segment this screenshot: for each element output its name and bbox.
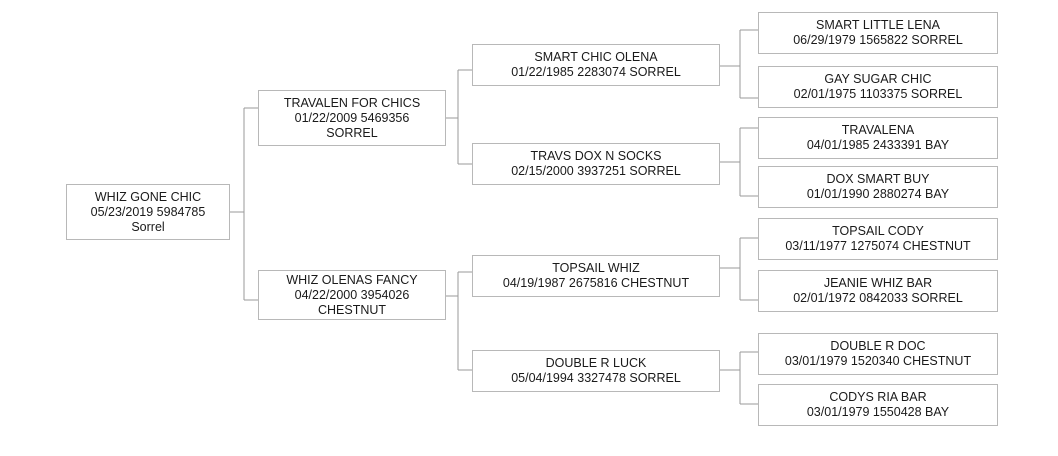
horse-name: TRAVALENA [841, 123, 915, 137]
horse-name: SMART LITTLE LENA [816, 18, 940, 32]
horse-details: 01/22/2009 5469356 [294, 110, 410, 125]
connector-dam-dam [720, 351, 758, 405]
horse-box-sire: TRAVALEN FOR CHICS 01/22/2009 5469356 SO… [258, 90, 446, 146]
connector-sire [446, 69, 472, 165]
horse-name: TRAVALEN FOR CHICS [283, 95, 421, 110]
horse-name: JEANIE WHIZ BAR [823, 276, 933, 290]
connector-sire-sire [720, 29, 758, 99]
horse-details: 02/15/2000 3937251 SORREL [511, 164, 681, 178]
horse-box-gen4: JEANIE WHIZ BAR 02/01/1972 0842033 SORRE… [758, 270, 998, 312]
horse-name: TOPSAIL WHIZ [552, 261, 640, 275]
horse-box-gen4: SMART LITTLE LENA 06/29/1979 1565822 SOR… [758, 12, 998, 54]
connector-dam [446, 271, 472, 371]
horse-details: 01/01/1990 2880274 BAY [806, 187, 950, 201]
horse-box-sire-sire: SMART CHIC OLENA 01/22/1985 2283074 SORR… [472, 44, 720, 86]
horse-box-gen4: TOPSAIL CODY 03/11/1977 1275074 CHESTNUT [758, 218, 998, 260]
horse-details: 01/22/1985 2283074 SORREL [511, 65, 681, 79]
horse-box-dam: WHIZ OLENAS FANCY 04/22/2000 3954026 CHE… [258, 270, 446, 320]
horse-name: CODYS RIA BAR [829, 390, 927, 404]
horse-name: DOUBLE R DOC [830, 339, 926, 353]
connector-subject [230, 107, 258, 301]
horse-name: TRAVS DOX N SOCKS [530, 149, 662, 163]
horse-details: 03/11/1977 1275074 CHESTNUT [785, 239, 971, 253]
horse-box-gen4: CODYS RIA BAR 03/01/1979 1550428 BAY [758, 384, 998, 426]
connector-sire-dam [720, 127, 758, 197]
horse-details: 05/23/2019 5984785 [90, 204, 206, 219]
horse-name: WHIZ GONE CHIC [94, 189, 202, 204]
horse-box-gen4: GAY SUGAR CHIC 02/01/1975 1103375 SORREL [758, 66, 998, 108]
horse-name: DOX SMART BUY [826, 172, 930, 186]
horse-details: 04/01/1985 2433391 BAY [806, 138, 950, 152]
horse-color: CHESTNUT [317, 302, 387, 317]
horse-box-dam-dam: DOUBLE R LUCK 05/04/1994 3327478 SORREL [472, 350, 720, 392]
horse-name: SMART CHIC OLENA [534, 50, 658, 64]
horse-details: 02/01/1975 1103375 SORREL [793, 87, 963, 101]
horse-name: TOPSAIL CODY [832, 224, 924, 238]
horse-color: Sorrel [131, 219, 165, 234]
horse-details: 03/01/1979 1520340 CHESTNUT [784, 354, 972, 368]
horse-box-gen4: TRAVALENA 04/01/1985 2433391 BAY [758, 117, 998, 159]
horse-details: 04/19/1987 2675816 CHESTNUT [502, 276, 690, 290]
horse-box-sire-dam: TRAVS DOX N SOCKS 02/15/2000 3937251 SOR… [472, 143, 720, 185]
horse-details: 05/04/1994 3327478 SORREL [511, 371, 681, 385]
horse-name: WHIZ OLENAS FANCY [286, 272, 418, 287]
horse-box-gen4: DOUBLE R DOC 03/01/1979 1520340 CHESTNUT [758, 333, 998, 375]
horse-details: 03/01/1979 1550428 BAY [806, 405, 950, 419]
horse-details: 02/01/1972 0842033 SORREL [793, 291, 963, 305]
horse-details: 04/22/2000 3954026 [294, 287, 410, 302]
horse-name: DOUBLE R LUCK [545, 356, 647, 370]
horse-color: SORREL [326, 125, 378, 140]
horse-box-subject: WHIZ GONE CHIC 05/23/2019 5984785 Sorrel [66, 184, 230, 240]
horse-details: 06/29/1979 1565822 SORREL [793, 33, 963, 47]
horse-name: GAY SUGAR CHIC [824, 72, 932, 86]
horse-box-dam-sire: TOPSAIL WHIZ 04/19/1987 2675816 CHESTNUT [472, 255, 720, 297]
horse-box-gen4: DOX SMART BUY 01/01/1990 2880274 BAY [758, 166, 998, 208]
connector-dam-sire [720, 237, 758, 301]
